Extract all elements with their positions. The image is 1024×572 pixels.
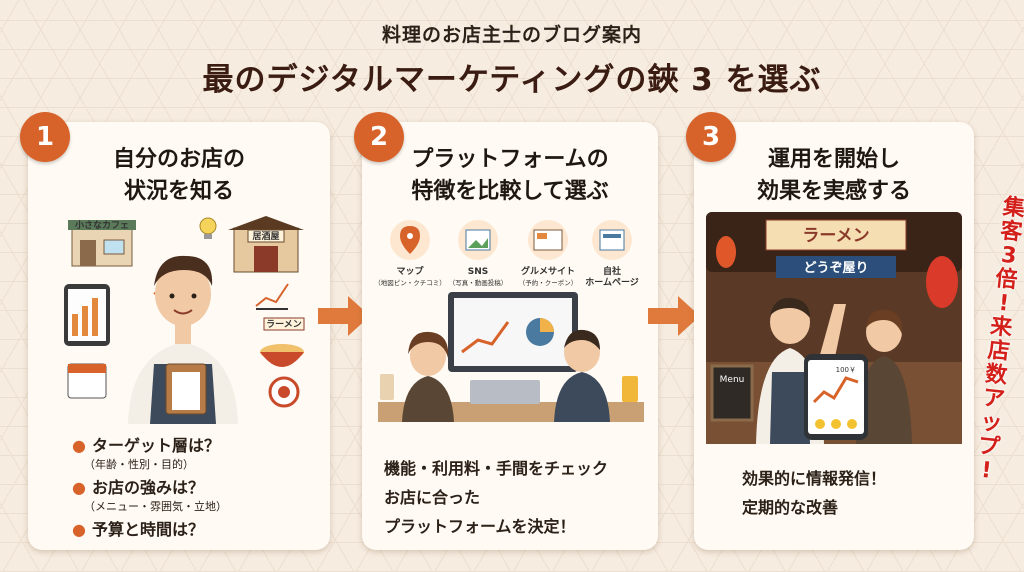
beer-mug-icon bbox=[622, 376, 638, 402]
page-subtitle: 料理のお店主士のブログ案内 bbox=[381, 24, 642, 46]
coffee-cup-icon bbox=[380, 374, 394, 400]
calendar-icon bbox=[67, 363, 107, 399]
step-title-line2: 状況を知る bbox=[123, 179, 234, 204]
callout-char: ! bbox=[979, 457, 993, 484]
phone-value: 100￥ bbox=[836, 366, 856, 374]
growth-chart-icon bbox=[255, 283, 289, 310]
platform-name: SNS bbox=[468, 267, 489, 277]
man-staff-figure bbox=[554, 329, 610, 422]
tablet-chart-icon bbox=[64, 284, 110, 346]
platform-name: グルメサイト bbox=[521, 265, 575, 277]
bullet-dot-icon: ● bbox=[72, 478, 86, 497]
cafe-sign-label: 小さなカフェ bbox=[74, 219, 129, 231]
laptop-icon bbox=[470, 380, 540, 404]
lightbulb-icon bbox=[199, 217, 217, 239]
chef-with-clipboard-illustration: 小さなカフェ 居酒屋 bbox=[64, 216, 305, 424]
homepage-icon bbox=[592, 220, 632, 260]
bullet-dot-icon: ● bbox=[72, 520, 86, 539]
bullet-text: お店の強みは？ bbox=[91, 478, 204, 497]
bullet-subtext: （メニュー・雰囲気・立地） bbox=[84, 500, 227, 513]
ramen-sign-label: ラーメン bbox=[266, 319, 302, 330]
lantern-icon bbox=[926, 256, 958, 308]
target-icon bbox=[268, 376, 300, 408]
shop-sign-text: ラーメン bbox=[802, 226, 869, 246]
step-2-description: 機能・利用料・手間をチェック お店に合った プラットフォームを決定！ bbox=[384, 454, 608, 541]
platform-sub: （写真・動画投稿） bbox=[449, 278, 508, 287]
step-title: プラットフォームの 特徴を比較して選ぶ bbox=[362, 144, 658, 208]
step-number-badge: 1 bbox=[20, 112, 70, 162]
izakaya-sign-label: 居酒屋 bbox=[252, 230, 279, 242]
cafe-icon: 小さなカフェ bbox=[68, 219, 136, 267]
step-card-1: 1 自分のお店の 状況を知る 小さなカフェ 居酒屋 bbox=[20, 112, 330, 550]
desc-line: お店に合った bbox=[384, 488, 481, 507]
bullet-item: ● お店の強みは？ （メニュー・雰囲気・立地） bbox=[72, 474, 227, 514]
gourmet-site-icon bbox=[528, 220, 568, 260]
bullet-subtext: （年齢・性別・目的） bbox=[84, 458, 194, 471]
menu-board-icon: Menu bbox=[710, 364, 754, 422]
shop-banner bbox=[776, 256, 896, 278]
chef-figure bbox=[128, 255, 238, 424]
platform-name: 自社 bbox=[603, 265, 621, 277]
desc-line: 定期的な改善 bbox=[742, 498, 839, 517]
busy-restaurant-illustration: ラーメン どうぞ屋り Menu 100￥ bbox=[706, 212, 962, 444]
step-number-badge: 3 bbox=[686, 112, 736, 162]
step-card-3: 3 運用を開始し 効果を実感する ラーメン どうぞ屋り Menu bbox=[686, 112, 974, 550]
ramen-bowl-icon: ラーメン bbox=[260, 317, 305, 367]
menu-board-text: Menu bbox=[720, 375, 745, 385]
arrow-right-icon bbox=[648, 296, 700, 336]
step-title-line2: 特徴を比較して選ぶ bbox=[411, 179, 609, 204]
map-pin-icon bbox=[390, 220, 430, 260]
platform-sub: ホームページ bbox=[585, 277, 639, 288]
smartphone-icon: 100￥ bbox=[804, 354, 868, 440]
lantern-icon bbox=[716, 236, 736, 268]
platform-icons-row: マップ （地図ピン・クチコミ） SNS （写真・動画投稿） グルメサイト （予約… bbox=[376, 220, 639, 288]
photo-icon bbox=[458, 220, 498, 260]
woman-staff-figure bbox=[856, 309, 912, 444]
step-title-line1: 自分のお店の bbox=[112, 147, 245, 172]
platform-name: マップ bbox=[396, 265, 424, 277]
step-3-description: 効果的に情報発信！ 定期的な改善 bbox=[742, 464, 886, 522]
izakaya-icon: 居酒屋 bbox=[228, 216, 304, 273]
step-1-bullets: ● ターゲット層は？ （年齢・性別・目的） ● お店の強みは？ （メニュー・雰囲気・… bbox=[72, 432, 227, 542]
desc-line: 効果的に情報発信！ bbox=[742, 469, 887, 488]
bullet-item: ● 予算と時間は？ bbox=[72, 516, 227, 540]
step-title-line1: プラットフォームの bbox=[411, 147, 609, 172]
page-title: 最のデジタルマーケティングの鋏 3 を選ぶ bbox=[202, 62, 822, 98]
step-title: 自分のお店の 状況を知る bbox=[28, 144, 330, 208]
bullet-text: ターゲット層は？ bbox=[91, 436, 220, 455]
woman-staff-figure bbox=[402, 331, 454, 422]
step-number-badge: 2 bbox=[354, 112, 404, 162]
ramen-shop-sign bbox=[765, 219, 907, 251]
step-title-line2: 効果を実感する bbox=[756, 179, 911, 204]
bullet-dot-icon: ● bbox=[72, 436, 86, 455]
desc-line: プラットフォームを決定！ bbox=[384, 517, 576, 536]
bullet-text: 予算と時間は？ bbox=[91, 520, 204, 539]
desc-line: 機能・利用料・手間をチェック bbox=[384, 459, 609, 478]
staff-comparing-illustration bbox=[378, 292, 644, 422]
step-card-2: 2 プラットフォームの 特徴を比較して選ぶ マップ （地図ピン・クチコミ） SN… bbox=[354, 112, 658, 550]
shop-banner-text: どうぞ屋り bbox=[803, 261, 868, 276]
step-title-line1: 運用を開始し bbox=[767, 147, 900, 172]
platform-sub: （予約・クーポン） bbox=[519, 278, 578, 287]
platform-sub: （地図ピン・クチコミ） bbox=[376, 278, 446, 287]
step-title: 運用を開始し 効果を実感する bbox=[694, 144, 974, 208]
arrow-right-icon bbox=[318, 296, 370, 336]
high-five-arms bbox=[818, 304, 846, 362]
bullet-item: ● ターゲット層は？ （年齢・性別・目的） bbox=[72, 432, 227, 472]
